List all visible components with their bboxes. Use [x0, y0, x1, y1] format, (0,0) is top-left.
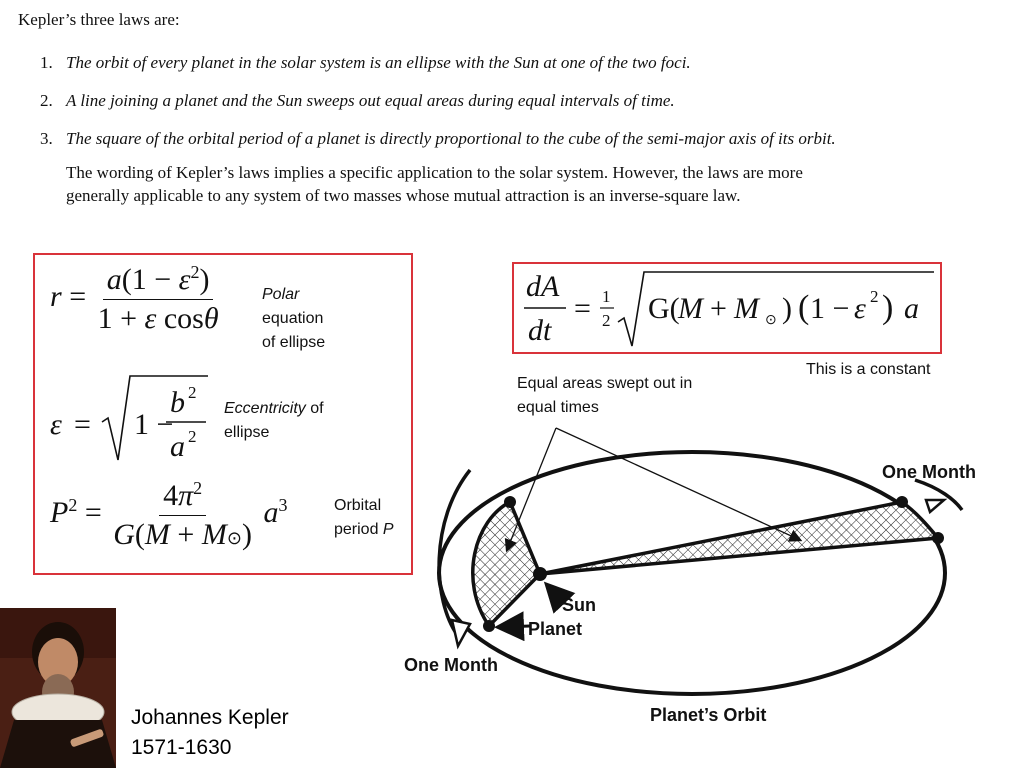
eccentricity-note-rest: of: [305, 400, 324, 417]
areal-rate-equation: dA dt = 1 2 G( M + M ⊙ ) ( 1 − ε 2 ) a: [520, 266, 938, 350]
polar-note-line-3: of ellipse: [262, 334, 326, 351]
planets-orbit-label: Planet’s Orbit: [650, 705, 766, 725]
svg-text:M: M: [733, 292, 761, 325]
equal-areas-callout-line-2: equal times: [517, 399, 599, 416]
motion-arrowhead-right: [924, 498, 948, 515]
equal-areas-callout-line-1: Equal areas swept out in: [517, 375, 693, 392]
kepler-portrait: [0, 608, 116, 768]
svg-text:1 −: 1 −: [134, 408, 173, 441]
period-note-line-1: Orbital: [334, 497, 382, 514]
swept-area-near: [471, 499, 543, 629]
sun-pointer-arrow: [543, 581, 576, 614]
law-2-text: A line joining a planet and the Sun swee…: [66, 91, 675, 110]
law-3: 3. The square of the orbital period of a …: [40, 129, 836, 149]
paragraph-line-1: The wording of Kepler’s laws implies a s…: [66, 163, 803, 182]
svg-text:2: 2: [188, 427, 197, 446]
sun-point: [533, 567, 547, 581]
svg-text:): ): [782, 292, 792, 325]
planet-point-3: [896, 496, 908, 508]
svg-text:): ): [882, 289, 893, 326]
swept-area-far: [539, 500, 942, 576]
law-3-text: The square of the orbital period of a pl…: [66, 129, 836, 148]
polar-note: Polar equation of ellipse: [262, 283, 325, 355]
motion-arrowhead-left: [450, 618, 472, 650]
planet-label: Planet: [528, 619, 582, 639]
law-2-number: 2.: [40, 91, 53, 110]
svg-text:dA: dA: [526, 270, 560, 303]
one-month-top-label: One Month: [882, 462, 976, 482]
period-equation: P2 = 4π2 G(M + M⊙) a3: [50, 478, 288, 551]
svg-text:2: 2: [602, 311, 611, 330]
svg-text:1 −: 1 −: [810, 292, 849, 325]
svg-text:2: 2: [870, 287, 879, 306]
constant-note: This is a constant: [806, 361, 931, 378]
eccentricity-note-italic: Eccentricity: [224, 400, 306, 417]
svg-text:a: a: [170, 430, 185, 463]
law-1: 1. The orbit of every planet in the solar…: [40, 53, 691, 73]
equations-box: [33, 253, 413, 575]
intro-heading: Kepler’s three laws are:: [18, 10, 180, 29]
kepler-caption: Johannes Kepler 1571-1630: [131, 703, 289, 763]
svg-text:+: +: [710, 292, 727, 325]
law-1-number: 1.: [40, 53, 53, 72]
planet-pointer-arrow: [494, 611, 531, 642]
law-3-number: 3.: [40, 129, 53, 148]
svg-text:=: =: [74, 408, 91, 441]
kepler-name: Johannes Kepler: [131, 706, 289, 729]
svg-text:(: (: [798, 289, 809, 326]
polar-equation: r = a(1 − ε2) 1 + ε cosθ: [50, 262, 219, 335]
svg-text:b: b: [170, 386, 185, 419]
areal-rate-box: [512, 262, 942, 354]
svg-text:1: 1: [602, 287, 611, 306]
planet-point-2: [483, 620, 495, 632]
eccentricity-sqrt-svg: ε = 1 − b 2 a 2: [50, 375, 208, 463]
areal-rate-svg: dA dt = 1 2 G( M + M ⊙ ) ( 1 − ε 2 ) a: [524, 270, 934, 347]
planet-point-4: [932, 532, 944, 544]
polar-note-line-2: equation: [262, 310, 324, 327]
svg-text:2: 2: [188, 383, 197, 402]
period-note: Orbital period P: [334, 494, 394, 542]
svg-text:⊙: ⊙: [765, 313, 777, 328]
period-note-line-2: period: [334, 521, 383, 538]
planet-point-1: [504, 496, 516, 508]
svg-text:=: =: [574, 292, 591, 325]
svg-text:ε: ε: [50, 408, 62, 441]
svg-text:dt: dt: [528, 314, 552, 347]
paragraph-line-2: generally applicable to any system of tw…: [66, 186, 741, 205]
one-month-bottom-label: One Month: [404, 655, 498, 675]
orbit-diagram: One Month One Month Sun Planet Planet’s …: [404, 427, 976, 725]
motion-arc-right: [914, 478, 964, 512]
callout-arrow-near: [504, 427, 557, 553]
kepler-years: 1571-1630: [131, 736, 232, 759]
equal-areas-callout: Equal areas swept out in equal times: [517, 372, 692, 420]
motion-arc-left: [437, 468, 472, 638]
svg-text:a: a: [904, 292, 919, 325]
period-note-line-2-italic: P: [382, 521, 394, 538]
polar-note-line-1: Polar: [262, 286, 300, 303]
sun-label: Sun: [562, 595, 596, 615]
callout-arrow-far: [555, 427, 803, 542]
svg-text:ε: ε: [854, 292, 866, 325]
svg-text:M: M: [677, 292, 705, 325]
law-1-text: The orbit of every planet in the solar s…: [66, 53, 691, 72]
law-2: 2. A line joining a planet and the Sun sw…: [40, 91, 675, 111]
svg-text:G(: G(: [648, 292, 680, 325]
eccentricity-note-line-2: ellipse: [224, 424, 270, 441]
eccentricity-note: Eccentricity of ellipse: [224, 397, 324, 445]
